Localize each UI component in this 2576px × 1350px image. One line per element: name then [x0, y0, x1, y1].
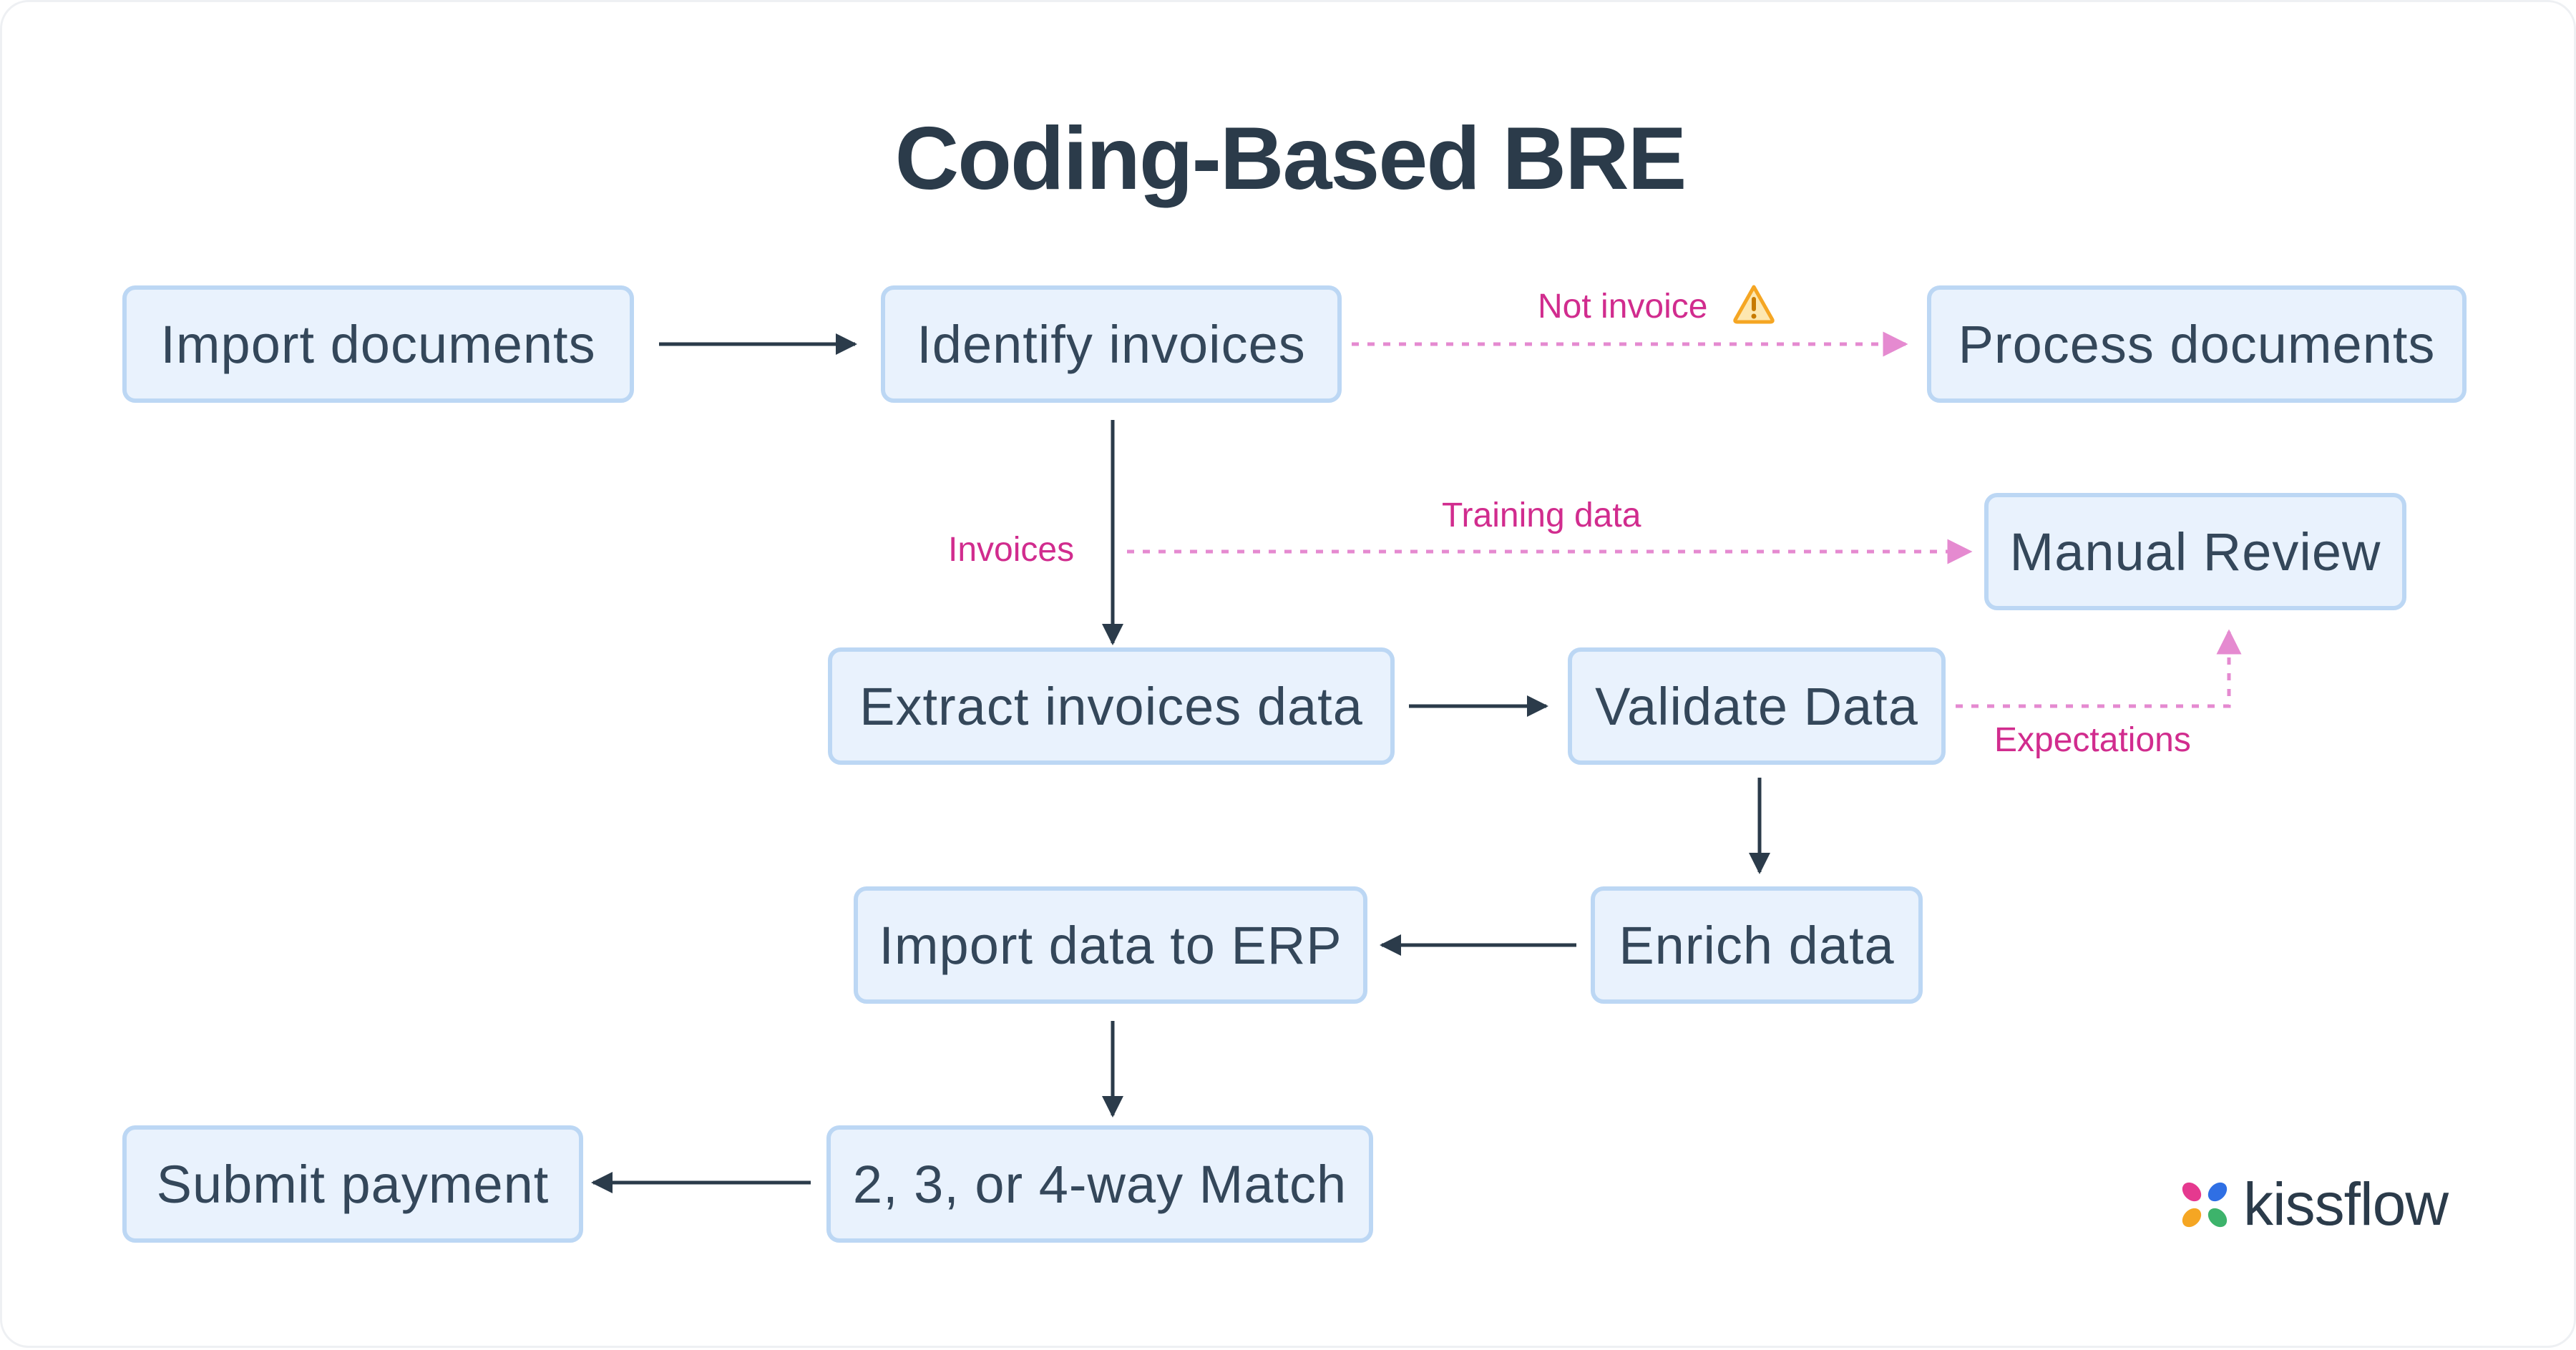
edge-label-training-data: Training data [1442, 497, 1641, 534]
warning-icon [1733, 285, 1775, 324]
kissflow-logo-icon [2182, 1182, 2228, 1227]
diagram-title: Coding-Based BRE [894, 109, 1687, 208]
node-validate-data: Validate Data [1568, 647, 1946, 765]
node-extract-invoices-data: Extract invoices data [828, 647, 1395, 765]
kissflow-logo: kissflow [2177, 1170, 2449, 1239]
node-import-documents: Import documents [122, 285, 634, 403]
node-manual-review: Manual Review [1984, 493, 2406, 610]
edge-label-invoices: Invoices [948, 531, 1075, 569]
node-process-documents: Process documents [1927, 285, 2467, 403]
edge-label-expectations: Expectations [1994, 721, 2191, 759]
edge-label-not-invoice: Not invoice [1538, 288, 1708, 326]
node-submit-payment: Submit payment [122, 1125, 583, 1243]
node-import-data-to-erp: Import data to ERP [854, 886, 1367, 1004]
node-match: 2, 3, or 4-way Match [826, 1125, 1373, 1243]
brand-name: kissflow [2243, 1170, 2449, 1238]
dashed-arrow-expectations [1956, 629, 2242, 708]
node-enrich-data: Enrich data [1591, 886, 1923, 1004]
node-identify-invoices: Identify invoices [881, 285, 1342, 403]
